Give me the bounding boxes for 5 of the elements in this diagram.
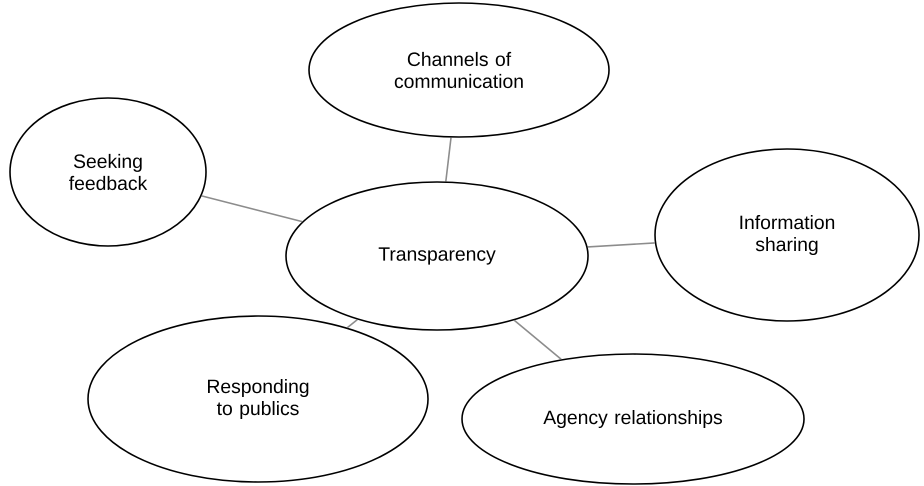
connector-line	[445, 138, 452, 182]
connector-line	[514, 320, 562, 360]
connector-line	[346, 319, 358, 328]
connector-line	[588, 242, 655, 248]
connector-line	[201, 195, 302, 222]
